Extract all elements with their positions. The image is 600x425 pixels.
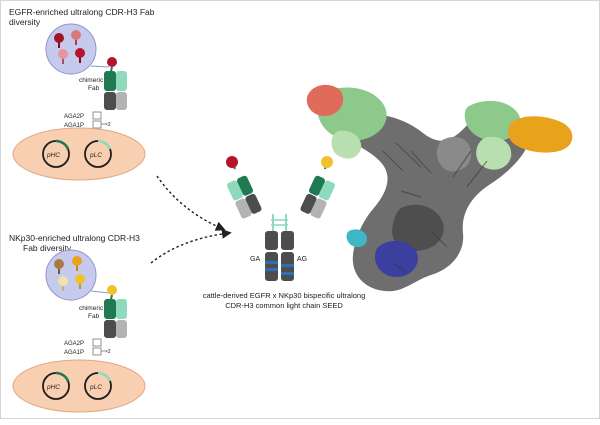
egfr-plc-label: pLC	[89, 152, 102, 159]
egfr-library-title-1: EGFR-enriched ultralong CDR-H3 Fab	[9, 7, 155, 17]
ga-label: GA	[250, 256, 260, 263]
egfr-aga2p-label: AGA2P	[64, 114, 84, 120]
egfr-fab-label-2: Fab	[88, 85, 100, 92]
nkp30-binding-knob	[321, 156, 333, 168]
egfr-fab-label-1: chimeric	[79, 77, 104, 84]
egfr-library-title-2: diversity	[9, 17, 41, 27]
nkp30-plc-label: pLC	[89, 384, 102, 391]
nkp30-diversity-knobs	[54, 256, 85, 291]
structure-fc-cyan	[346, 229, 367, 247]
egfr-chimeric-fab	[104, 57, 127, 110]
egfr-aga1p-label: AGA1P	[64, 123, 84, 129]
nkp30-library-panel: NKp30-enriched ultralong CDR-H3 Fab dive…	[9, 233, 146, 413]
nkp30-plc-plasmid: pLC	[84, 371, 112, 400]
nkp30-phc-label: pHC	[46, 384, 60, 391]
egfr-yeast-cell	[12, 127, 146, 181]
nkp30-library-title-1: NKp30-enriched ultralong CDR-H3	[9, 233, 140, 243]
egfr-knob	[107, 57, 117, 67]
egfr-phc-label: pHC	[46, 152, 60, 159]
arrow-from-nkp30	[150, 229, 232, 264]
nkp30-aga1p-label: AGA1P	[64, 350, 84, 356]
structure-nkp30-knob	[508, 116, 573, 153]
nkp30-fab-label-2: Fab	[88, 313, 100, 320]
egfr-plc-plasmid: pLC	[84, 139, 112, 168]
nkp30-aga2p-label: AGA2P	[64, 341, 84, 347]
svg-text:×2: ×2	[105, 349, 111, 355]
nkp30-fab-label-1: chimeric	[79, 305, 104, 312]
nkp30-phc-plasmid: pHC	[42, 371, 70, 400]
egfr-library-panel: EGFR-enriched ultralong CDR-H3 Fab diver…	[9, 7, 155, 181]
nkp30-yeast-cell	[12, 359, 146, 413]
svg-text:×2: ×2	[105, 122, 111, 128]
nkp30-chimeric-fab	[104, 285, 127, 338]
egfr-phc-plasmid: pHC	[42, 139, 70, 168]
bispecific-caption-2: CDR-H3 common light chain SEED	[225, 301, 343, 310]
egfr-diversity-knobs	[54, 30, 85, 64]
bispecific-caption-1: cattle-derived EGFR x NKp30 bispecific u…	[203, 291, 366, 300]
egfr-binding-knob	[226, 156, 238, 168]
nkp30-diversity-circle	[45, 249, 97, 301]
ag-label: AG	[297, 256, 307, 263]
arrow-from-egfr	[156, 175, 226, 231]
nkp30-library-title-2: Fab diversity	[23, 243, 72, 253]
nkp30-knob	[107, 285, 117, 295]
bispecific-antibody	[226, 156, 335, 281]
protein-structure-surface	[306, 84, 573, 292]
egfr-diversity-circle	[45, 23, 97, 75]
structure-egfr-knob	[306, 84, 344, 117]
structure-fc-blue	[375, 240, 418, 277]
